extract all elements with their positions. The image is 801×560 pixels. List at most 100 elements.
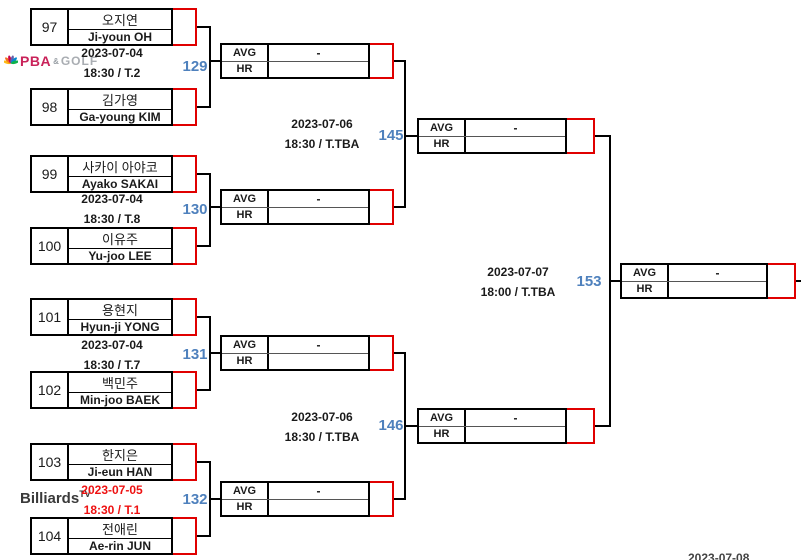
player-box-102: 102 백민주 Min-joo BAEK — [30, 371, 173, 409]
avg-label: AVG — [222, 45, 269, 61]
player-box-99: 99 사카이 아야코 Ayako SAKAI — [30, 155, 173, 193]
match-146-schedule: 2023-07-06 18:30 / T.TBA — [260, 410, 384, 445]
match-time: 18:30 / T.8 — [83, 212, 141, 226]
match-145-schedule: 2023-07-06 18:30 / T.TBA — [260, 117, 384, 152]
hr-value — [269, 354, 368, 370]
pba-logo-golf-text: GOLF — [60, 54, 99, 68]
match-time: 18:30 / T.1 — [83, 503, 141, 517]
player-box-104: 104 전애린 Ae-rin JUN — [30, 517, 173, 555]
match-number-129: 129 — [182, 58, 208, 75]
hr-value — [466, 137, 565, 153]
match-date: 2023-07-04 — [81, 338, 143, 352]
hr-label: HR — [419, 426, 466, 442]
avg-value: - — [316, 337, 321, 352]
player-box-103: 103 한지은 Ji-eun HAN — [30, 443, 173, 481]
winner-slot — [173, 371, 197, 409]
winner-slot — [173, 298, 197, 336]
match-131-result-box: AVG - HR — [220, 335, 370, 371]
avg-label: AVG — [222, 483, 269, 499]
hr-value — [466, 427, 565, 443]
pba-logo-ampersand: & — [53, 56, 59, 66]
winner-slot — [173, 227, 197, 265]
match-129-result-box: AVG - HR — [220, 43, 370, 79]
billiards-tv-logo: BilliardsTV — [20, 489, 91, 507]
player-box-100: 100 이유주 Yu-joo LEE — [30, 227, 173, 265]
avg-value: - — [316, 191, 321, 206]
match-153-schedule: 2023-07-07 18:00 / T.TBA — [456, 265, 580, 300]
winner-slot — [370, 481, 394, 517]
match-time: 18:30 / T.TBA — [284, 430, 360, 444]
hr-label: HR — [622, 281, 669, 297]
hr-label: HR — [419, 136, 466, 152]
match-132-result-box: AVG - HR — [220, 481, 370, 517]
match-number-146: 146 — [378, 417, 404, 434]
player-name-kr: 사카이 아야코 — [69, 157, 171, 177]
match-date: 2023-07-07 — [487, 265, 549, 279]
match-145-result-box: AVG - HR — [417, 118, 567, 154]
avg-label: AVG — [222, 191, 269, 207]
match-132-schedule: 2023-07-05 18:30 / T.1 — [50, 483, 174, 518]
pba-logo-text: PBA — [20, 53, 52, 69]
player-name-en: Min-joo BAEK — [80, 393, 160, 407]
player-name-kr: 용현지 — [69, 300, 171, 320]
player-seed: 97 — [32, 10, 69, 44]
player-name-en: Ji-eun HAN — [87, 465, 153, 479]
match-number-145: 145 — [378, 127, 404, 144]
hr-label: HR — [222, 61, 269, 77]
match-146-result-box: AVG - HR — [417, 408, 567, 444]
winner-slot — [567, 408, 595, 444]
match-time: 18:30 / T.TBA — [284, 137, 360, 151]
match-date: 2023-07-06 — [291, 410, 353, 424]
match-time: 18:00 / T.TBA — [480, 285, 556, 299]
avg-value: - — [715, 265, 720, 280]
player-name-kr: 오지연 — [69, 10, 171, 30]
avg-value: - — [513, 120, 518, 135]
match-time: 18:30 / T.7 — [83, 358, 141, 372]
hr-label: HR — [222, 499, 269, 515]
player-box-98: 98 김가영 Ga-young KIM — [30, 88, 173, 126]
winner-slot — [173, 443, 197, 481]
player-name-kr: 전애린 — [69, 519, 171, 539]
winner-slot — [173, 517, 197, 555]
player-seed: 101 — [32, 300, 69, 334]
billiards-tv-logo-sup: TV — [79, 489, 91, 499]
avg-value: - — [316, 483, 321, 498]
match-number-132: 132 — [182, 491, 208, 508]
winner-slot — [370, 335, 394, 371]
avg-label: AVG — [419, 120, 466, 136]
player-name-kr: 백민주 — [69, 373, 171, 393]
player-seed: 103 — [32, 445, 69, 479]
hr-value — [269, 500, 368, 516]
hr-value — [669, 282, 766, 298]
player-box-101: 101 용현지 Hyun-ji YONG — [30, 298, 173, 336]
hr-label: HR — [222, 353, 269, 369]
hr-label: HR — [222, 207, 269, 223]
footer-partial-date: 2023-07-08 — [688, 551, 750, 560]
avg-label: AVG — [419, 410, 466, 426]
player-name-en: Hyun-ji YONG — [80, 320, 160, 334]
player-name-en: Ae-rin JUN — [88, 539, 151, 553]
player-seed: 100 — [32, 229, 69, 263]
player-seed: 99 — [32, 157, 69, 191]
player-name-kr: 한지은 — [69, 445, 171, 465]
winner-slot — [567, 118, 595, 154]
player-name-en: Ga-young KIM — [79, 110, 161, 124]
match-131-schedule: 2023-07-04 18:30 / T.7 — [50, 338, 174, 373]
avg-label: AVG — [222, 337, 269, 353]
hr-value — [269, 208, 368, 224]
winner-slot — [173, 88, 197, 126]
match-date: 2023-07-04 — [81, 46, 143, 60]
match-date: 2023-07-06 — [291, 117, 353, 131]
avg-value: - — [316, 45, 321, 60]
player-box-97: 97 오지연 Ji-youn OH — [30, 8, 173, 46]
match-129-schedule: 2023-07-04 18:30 / T.2 — [50, 46, 174, 81]
player-seed: 102 — [32, 373, 69, 407]
match-number-153: 153 — [576, 273, 602, 290]
match-date: 2023-07-05 — [81, 483, 143, 497]
match-date: 2023-07-04 — [81, 192, 143, 206]
billiards-tv-logo-text: Billiards — [20, 490, 80, 507]
winner-slot — [173, 8, 197, 46]
hr-value — [269, 62, 368, 78]
